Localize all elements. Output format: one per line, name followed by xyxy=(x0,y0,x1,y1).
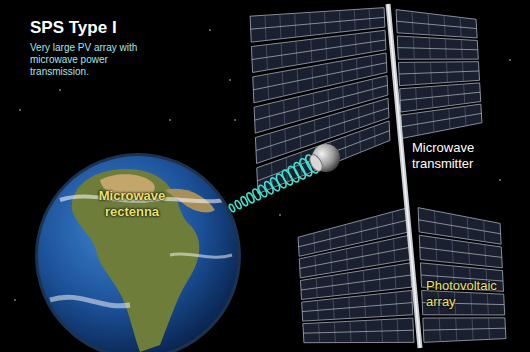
cell-line xyxy=(420,247,502,257)
cell-line xyxy=(399,71,479,74)
star xyxy=(229,79,231,81)
subtitle: Very large PV array with microwave power… xyxy=(30,42,140,78)
title: SPS Type I xyxy=(30,18,190,38)
cell-line xyxy=(257,131,389,181)
truss-spine xyxy=(388,4,420,348)
cell-line xyxy=(251,17,385,29)
transmitter-label: Microwave transmitter xyxy=(412,140,508,171)
cell-line xyxy=(423,328,505,330)
solar-panel xyxy=(398,62,479,86)
cell-line xyxy=(400,92,480,100)
solar-panel xyxy=(396,10,477,38)
solar-panel xyxy=(401,104,482,138)
star xyxy=(169,119,171,121)
cell-line xyxy=(401,113,481,126)
array-label: Photovoltaic array xyxy=(426,278,516,309)
star xyxy=(279,214,281,216)
beam-ring xyxy=(251,188,261,201)
cell-line xyxy=(398,48,478,50)
microwave-beam xyxy=(228,153,320,212)
star xyxy=(509,59,511,61)
solar-panel xyxy=(419,235,502,268)
cell-line xyxy=(397,21,477,28)
cell-line xyxy=(301,275,411,290)
star xyxy=(14,299,16,301)
solar-panel xyxy=(257,121,390,194)
solar-panel xyxy=(423,318,506,343)
solar-panel xyxy=(302,290,413,321)
star xyxy=(499,179,501,181)
star xyxy=(209,29,211,31)
beam-ring xyxy=(280,169,294,187)
beam-ring xyxy=(228,204,235,213)
cell-line xyxy=(419,220,501,234)
star xyxy=(59,89,61,91)
solar-panel xyxy=(397,36,478,59)
rectenna-label: Microwave rectenna xyxy=(88,188,176,219)
star xyxy=(19,109,21,111)
cell-line xyxy=(302,303,412,312)
earth xyxy=(35,153,241,352)
microwave-transmitter xyxy=(307,144,340,173)
solar-panel xyxy=(303,318,414,343)
cell-line xyxy=(303,330,413,333)
star xyxy=(234,119,236,121)
